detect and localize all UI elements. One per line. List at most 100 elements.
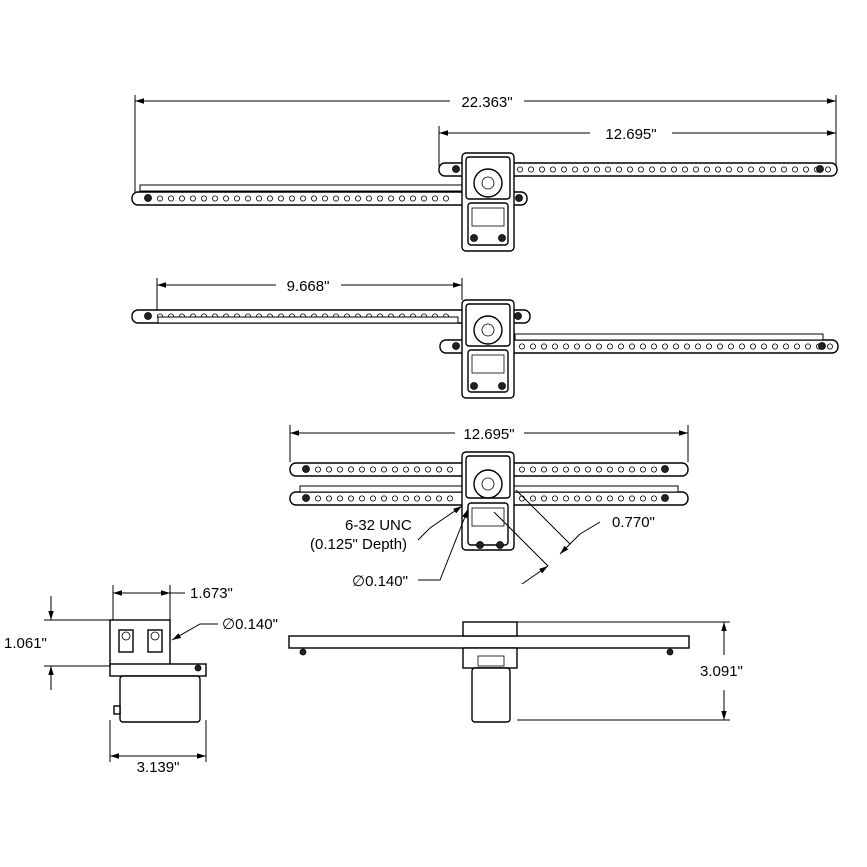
rail-hole <box>737 166 744 173</box>
rail-hole <box>277 195 284 202</box>
rail-hole <box>596 495 603 502</box>
rail-hole <box>336 495 343 502</box>
rail-hole <box>563 466 570 473</box>
rail-hole <box>759 166 766 173</box>
rail-hole <box>541 466 548 473</box>
rail-hole <box>391 466 398 473</box>
rail-hole <box>314 466 321 473</box>
rail-hole <box>596 466 603 473</box>
rail-hole <box>552 466 559 473</box>
rail-hole <box>365 195 372 202</box>
rail-hole <box>358 495 365 502</box>
rail-hole <box>726 166 733 173</box>
rail-hole <box>596 343 603 350</box>
rail-hole <box>517 166 524 173</box>
rail-hole <box>783 343 790 350</box>
rail-hole <box>772 343 779 350</box>
rail-hole <box>189 195 196 202</box>
rail-hole <box>671 166 678 173</box>
rail-hole <box>299 195 306 202</box>
carriage-assembly <box>452 152 523 252</box>
rail-hole <box>354 195 361 202</box>
rail-hole <box>156 195 163 202</box>
rail-hole <box>435 466 442 473</box>
rail-hole <box>222 195 229 202</box>
rail-hole <box>792 166 799 173</box>
rail-hole <box>704 166 711 173</box>
rail-hole <box>770 166 777 173</box>
rail-hole <box>794 343 801 350</box>
rail-hole <box>409 195 416 202</box>
rail-hole <box>640 466 647 473</box>
rail-hole <box>442 195 449 202</box>
rail-hole <box>695 343 702 350</box>
rail-hole <box>563 343 570 350</box>
rail-hole <box>402 466 409 473</box>
rail-hole <box>651 466 658 473</box>
rail-hole <box>563 495 570 502</box>
side-hole-label: ∅0.140" <box>222 616 278 633</box>
rail-hole <box>211 195 218 202</box>
rail-hole <box>314 495 321 502</box>
rail-hole <box>347 466 354 473</box>
rail-hole <box>662 343 669 350</box>
rail-hole <box>528 166 535 173</box>
rail-hole <box>446 466 453 473</box>
rail-hole <box>369 495 376 502</box>
rail-hole <box>640 495 647 502</box>
timing-belt <box>139 184 463 192</box>
rail-hole <box>550 166 557 173</box>
rail-hole <box>693 166 700 173</box>
middle-view-offset: 9.668" <box>131 278 839 399</box>
rail-hole <box>519 466 526 473</box>
rail-hole <box>167 195 174 202</box>
rail-hole <box>446 495 453 502</box>
rail-hole <box>244 195 251 202</box>
rail-hole <box>640 343 647 350</box>
rail-hole <box>715 166 722 173</box>
rail-hole <box>748 166 755 173</box>
dim-middle-left: 9.668" <box>287 278 330 295</box>
retracted-view: 12.695" 6-32 UNC (0.125" Depth) ∅0.140" <box>289 425 689 590</box>
rail-hole <box>629 466 636 473</box>
rail-hole <box>574 343 581 350</box>
rail-hole <box>585 343 592 350</box>
top-view-extended: 22.363" 12.695" <box>131 94 838 252</box>
rail-hole <box>541 343 548 350</box>
rail-hole <box>673 343 680 350</box>
side-view: 1.673" 1.061" ∅0.140" 3.139" <box>4 585 278 776</box>
rail-hole <box>561 166 568 173</box>
rail-hole <box>530 343 537 350</box>
rail-hole <box>803 166 810 173</box>
rail-hole <box>336 466 343 473</box>
thread-depth-label: (0.125" Depth) <box>310 536 407 553</box>
rail-hole <box>332 195 339 202</box>
rail-hole <box>616 166 623 173</box>
rail-hole <box>574 466 581 473</box>
rail-hole <box>519 343 526 350</box>
rail-hole <box>618 495 625 502</box>
front-height-label: 3.091" <box>700 663 743 680</box>
rail-hole <box>391 495 398 502</box>
rail-hole <box>574 495 581 502</box>
rail-hole <box>717 343 724 350</box>
rail-hole <box>607 495 614 502</box>
rail-hole <box>435 495 442 502</box>
rail-hole <box>607 343 614 350</box>
rail-hole <box>682 166 689 173</box>
rail-hole <box>321 195 328 202</box>
rail-hole <box>398 195 405 202</box>
rail-hole <box>572 166 579 173</box>
rail-hole <box>266 195 273 202</box>
rail-hole <box>380 466 387 473</box>
rail-upper <box>438 162 838 177</box>
rail-hole <box>552 495 559 502</box>
angle-dim-label: 0.770" <box>612 514 655 531</box>
rail-hole <box>684 343 691 350</box>
side-width-label: 1.673" <box>190 585 233 602</box>
rail-hole <box>413 466 420 473</box>
rail-hole <box>233 195 240 202</box>
rail-hole <box>539 166 546 173</box>
rail-hole <box>530 466 537 473</box>
